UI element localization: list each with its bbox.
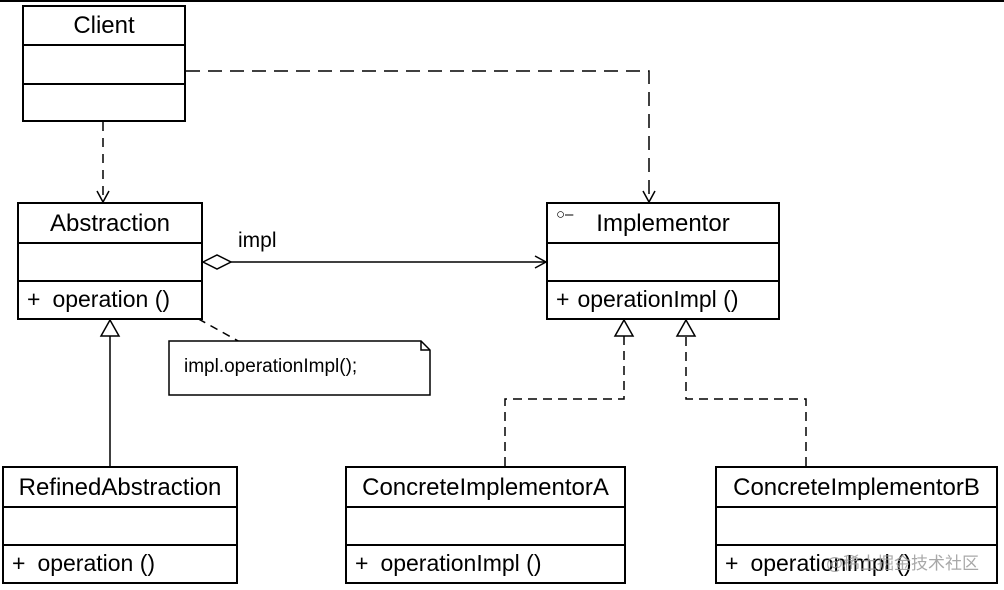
refined-abstraction-operations: + operation ()	[4, 546, 236, 580]
refined-generalization-arrow	[99, 318, 121, 337]
implementor-attributes	[548, 244, 778, 282]
concrete-b-operations: + operationImpl ()	[717, 546, 996, 580]
note-operation-impl: impl.operationImpl();	[168, 340, 431, 396]
concrete-a-op-visibility: +	[355, 550, 369, 576]
top-border	[0, 0, 1004, 2]
refined-abstraction-class: RefinedAbstraction + operation ()	[2, 466, 238, 584]
refined-abstraction-attributes	[4, 508, 236, 546]
concrete-a-attributes	[347, 508, 624, 546]
concrete-b-realization-line	[685, 336, 807, 466]
concrete-b-op-visibility: +	[725, 550, 739, 576]
concrete-a-realization-arrow	[613, 318, 635, 337]
concrete-a-class-name: ConcreteImplementorA	[347, 468, 624, 508]
note-text: impl.operationImpl();	[184, 356, 358, 377]
abstraction-operations: + operation ()	[19, 282, 201, 316]
client-class-name: Client	[24, 7, 184, 46]
abstraction-operation: operation ()	[52, 286, 171, 312]
concrete-implementor-b-class: ConcreteImplementorB + operationImpl ()	[715, 466, 998, 584]
aggregation-diamond	[201, 254, 233, 270]
concrete-a-operations: + operationImpl ()	[347, 546, 624, 580]
abstraction-class: Abstraction + operation ()	[17, 202, 203, 320]
note-connector	[185, 311, 241, 343]
client-operations	[24, 85, 184, 120]
impl-association-label: impl	[238, 229, 277, 252]
implementor-operation: operationImpl ()	[577, 286, 739, 312]
concrete-b-attributes	[717, 508, 996, 546]
implementor-class: ○– Implementor + operationImpl ()	[546, 202, 780, 320]
implementor-operations: + operationImpl ()	[548, 282, 778, 316]
client-attributes	[24, 46, 184, 85]
client-class: Client	[22, 5, 186, 122]
concrete-b-realization-arrow	[675, 318, 697, 337]
abstraction-class-name: Abstraction	[19, 204, 201, 244]
concrete-a-operation: operationImpl ()	[380, 550, 542, 576]
refined-abstraction-class-name: RefinedAbstraction	[4, 468, 236, 508]
concrete-b-class-name: ConcreteImplementorB	[717, 468, 996, 508]
concrete-a-realization-line	[504, 336, 625, 466]
implementor-name-text: Implementor	[596, 210, 730, 237]
implementor-class-name: ○– Implementor	[548, 204, 778, 244]
interface-icon: ○–	[556, 206, 574, 223]
client-implementor-dependency	[186, 70, 656, 204]
refined-operation: operation ()	[37, 550, 156, 576]
concrete-b-operation: operationImpl ()	[750, 550, 912, 576]
watermark: @稀土掘金技术社区	[826, 554, 979, 574]
implementor-op-visibility: +	[556, 286, 570, 312]
refined-op-visibility: +	[12, 550, 26, 576]
abstraction-op-visibility: +	[27, 286, 41, 312]
abstraction-attributes	[19, 244, 201, 282]
concrete-implementor-a-class: ConcreteImplementorA + operationImpl ()	[345, 466, 626, 584]
